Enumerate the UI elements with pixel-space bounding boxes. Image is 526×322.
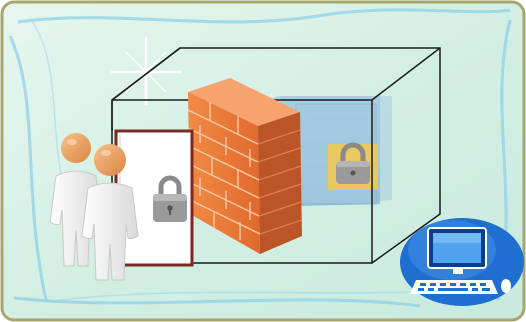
computer-icon	[400, 218, 524, 306]
vault-padlock-icon	[328, 144, 378, 190]
